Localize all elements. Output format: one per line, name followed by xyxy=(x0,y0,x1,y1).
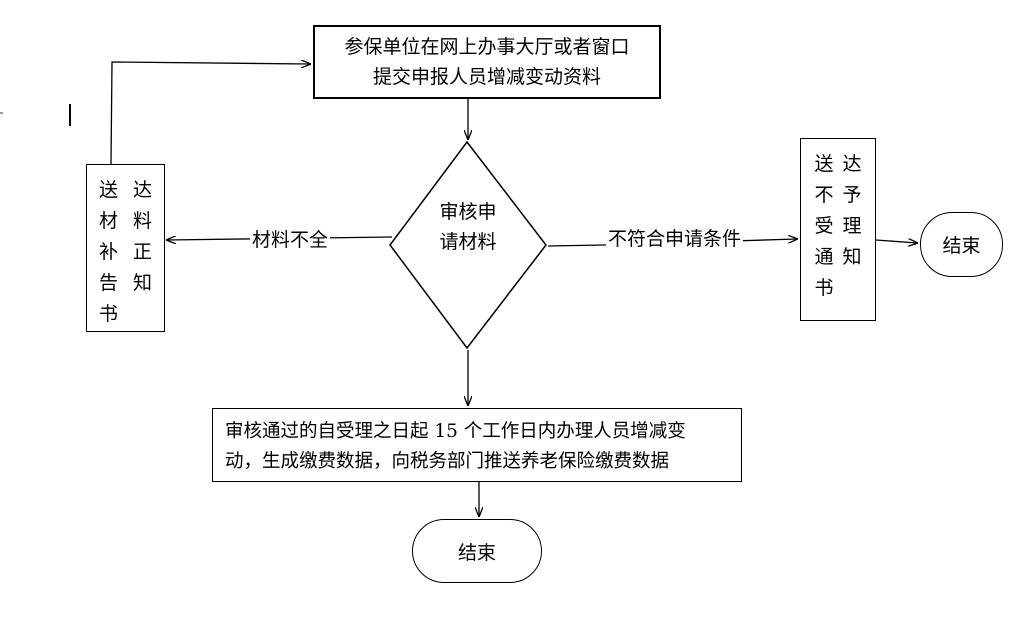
stray-mark xyxy=(0,112,3,114)
rejection-char: 受 xyxy=(814,215,834,237)
rejection-char: 理 xyxy=(842,215,862,237)
supplement-char: 料 xyxy=(132,210,152,232)
supplement-char: 正 xyxy=(132,241,152,263)
rejection-char: 予 xyxy=(842,184,862,206)
supplement-char: 书 xyxy=(98,303,118,325)
supplement-char: 补 xyxy=(98,241,118,263)
submission-line-1: 参保单位在网上办事大厅或者窗口 xyxy=(344,36,630,58)
end-terminal-bottom: 结束 xyxy=(412,519,542,583)
text-cursor xyxy=(69,104,71,126)
supplement-char: 知 xyxy=(132,272,152,294)
supplement-char: 材 xyxy=(98,210,118,232)
approved-line-2: 动，生成缴费数据，向税务部门推送养老保险缴费数据 xyxy=(225,451,670,472)
review-decision-label: 审核申 请材料 xyxy=(432,197,504,257)
edge-label-materials-incomplete: 材料不全 xyxy=(250,229,331,251)
submission-line-2: 提交申报人员增减变动资料 xyxy=(372,66,601,88)
rejection-notice-column-1: 送 不 受 通 书 xyxy=(811,149,837,320)
supplement-notice-box: 送 材 补 告 书 达 料 正 知 xyxy=(86,164,165,332)
end-label: 结束 xyxy=(457,541,496,564)
rejection-notice-box: 送 不 受 通 书 达 予 理 知 xyxy=(800,138,876,321)
arrow-supplement-back-to-start xyxy=(110,62,310,165)
rejection-char: 送 xyxy=(814,153,834,175)
rejection-notice-column-2: 达 予 理 知 xyxy=(839,149,865,320)
review-line-1: 审核申 xyxy=(439,201,497,223)
supplement-notice-column-1: 送 材 补 告 书 xyxy=(96,175,122,331)
arrow-rejection-to-end xyxy=(875,240,917,243)
supplement-char: 告 xyxy=(98,272,118,294)
supplement-char: 送 xyxy=(98,179,118,201)
approved-line-1: 审核通过的自受理之日起 15 个工作日内办理人员增减变 xyxy=(225,421,686,442)
rejection-char: 知 xyxy=(842,246,862,268)
edge-label-not-eligible: 不符合申请条件 xyxy=(606,228,744,250)
review-decision-diamond xyxy=(389,140,547,350)
submission-box: 参保单位在网上办事大厅或者窗口 提交申报人员增减变动资料 xyxy=(313,25,661,99)
review-line-2: 请材料 xyxy=(439,231,497,253)
rejection-char: 达 xyxy=(842,153,862,175)
approved-processing-box: 审核通过的自受理之日起 15 个工作日内办理人员增减变 动，生成缴费数据，向税务… xyxy=(212,408,742,482)
rejection-char: 书 xyxy=(814,277,834,299)
supplement-char: 达 xyxy=(132,179,152,201)
rejection-char: 不 xyxy=(814,184,834,206)
end-terminal-right: 结束 xyxy=(920,212,1003,277)
end-label: 结束 xyxy=(942,235,981,257)
rejection-char: 通 xyxy=(814,246,834,268)
supplement-notice-column-2: 达 料 正 知 xyxy=(130,175,156,331)
